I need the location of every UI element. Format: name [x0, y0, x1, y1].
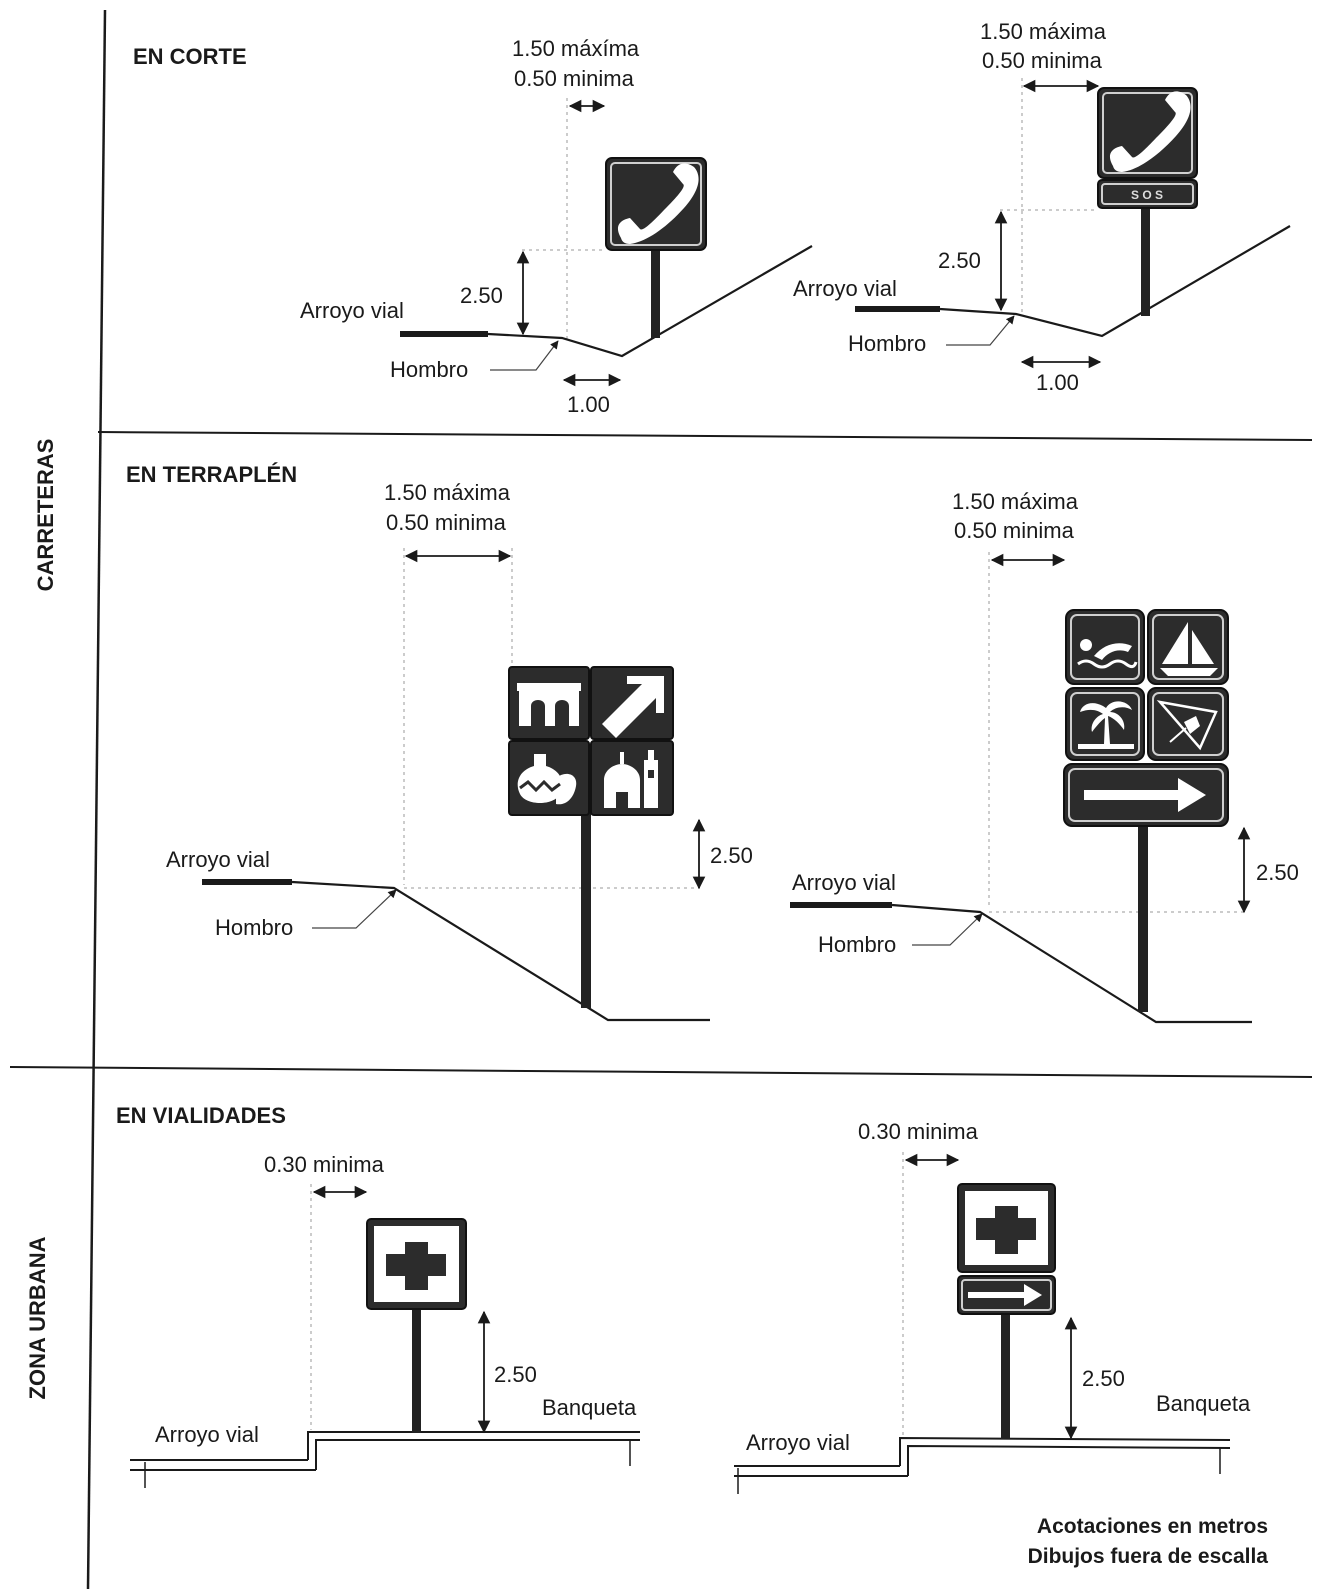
label-hombro: Hombro: [215, 915, 293, 940]
dim-label-minima: 0.50 minima: [386, 510, 507, 535]
dim-label-maxima: 1.50 máxima: [952, 489, 1079, 514]
section-title-terraplen: EN TERRAPLÉN: [126, 462, 297, 487]
dim-label-maxima: 1.50 máxima: [980, 19, 1107, 44]
sign-post: [1141, 206, 1150, 316]
label-hombro: Hombro: [390, 357, 468, 382]
dim-label-shoulder: 1.00: [567, 392, 610, 417]
dim-label-urban-min: 0.30 minima: [264, 1152, 385, 1177]
diagonal-arrow-icon: [590, 666, 674, 740]
dim-label-minima: 0.50 minima: [514, 66, 635, 91]
label-hombro: Hombro: [818, 932, 896, 957]
section-title-corte: EN CORTE: [133, 44, 247, 69]
sign-post: [581, 812, 591, 1008]
street-profile: [734, 1436, 1231, 1494]
label-arroyo-vial: Arroyo vial: [746, 1430, 850, 1455]
hang-glider-icon: [1147, 687, 1229, 761]
aqueduct-icon: [508, 666, 590, 740]
dim-label-minima: 0.50 minima: [954, 518, 1075, 543]
dim-label-maxima: 1.50 máxima: [384, 480, 511, 505]
section-title-vialidades: EN VIALIDADES: [116, 1103, 286, 1128]
dim-label-height: 2.50: [460, 283, 503, 308]
label-arroyo-vial: Arroyo vial: [300, 298, 404, 323]
frame-lines: [9, 9, 1313, 1589]
label-arroyo-vial: Arroyo vial: [155, 1422, 259, 1447]
note-units: Acotaciones en metros: [1037, 1515, 1268, 1538]
label-banqueta: Banqueta: [1156, 1391, 1251, 1416]
label-arroyo-vial: Arroyo vial: [166, 847, 270, 872]
terrain-profile: [487, 245, 813, 358]
label-arroyo-vial: Arroyo vial: [793, 276, 897, 301]
pottery-icon: [508, 740, 590, 816]
sign-post: [1138, 822, 1148, 1012]
vialidades-right-scene: 0.30 minima Arroyo vial Banqueta 2.50: [734, 1119, 1251, 1494]
dim-label-maxima: 1.50 máxíma: [512, 36, 640, 61]
label-hombro: Hombro: [848, 331, 926, 356]
label-banqueta: Banqueta: [542, 1395, 637, 1420]
right-arrow-icon: [957, 1275, 1056, 1315]
right-arrow-icon: [1063, 763, 1229, 827]
church-icon: [590, 740, 674, 816]
swimming-icon: [1065, 609, 1145, 685]
dim-label-height: 2.50: [1256, 860, 1299, 885]
terraplen-left-scene: 1.50 máxima 0.50 minima 2.50 Arroyo vial…: [166, 480, 753, 1022]
dim-label-shoulder: 1.00: [1036, 370, 1079, 395]
first-aid-cross-icon: [366, 1218, 467, 1310]
palm-beach-icon: [1065, 687, 1145, 761]
sos-label: S O S: [1131, 188, 1163, 202]
dim-label-height: 2.50: [494, 1362, 537, 1387]
vialidades-left-scene: 0.30 minima Arroyo vial Banqueta 2.50: [130, 1152, 640, 1488]
dim-label-minima: 0.50 minima: [982, 48, 1103, 73]
dim-label-urban-min: 0.30 minima: [858, 1119, 979, 1144]
street-profile: [130, 1431, 640, 1488]
sailboat-icon: [1147, 609, 1229, 685]
corte-right-scene: 1.50 máxima 0.50 minima 2.50 1.00 Arroyo…: [793, 19, 1291, 395]
telephone-sos-icon: S O S: [1097, 87, 1198, 209]
note-scale: Dibujos fuera de escalla: [1028, 1545, 1269, 1568]
telephone-icon: [605, 157, 707, 251]
terrain-profile: [939, 225, 1291, 338]
dim-label-height: 2.50: [1082, 1366, 1125, 1391]
label-arroyo-vial: Arroyo vial: [792, 870, 896, 895]
terraplen-right-scene: 1.50 máxima 0.50 minima 2.50 Arroyo vial…: [790, 489, 1299, 1024]
sign-post: [412, 1306, 421, 1433]
corte-left-scene: 1.50 máxíma 0.50 minima 2.50 1.00 Arroyo…: [300, 36, 813, 417]
terrain-profile: [891, 903, 1252, 1024]
terrain-profile: [291, 880, 710, 1022]
sign-post: [1001, 1312, 1010, 1439]
dim-label-height: 2.50: [938, 248, 981, 273]
sign-post: [651, 246, 660, 338]
group-label-zona-urbana: ZONA URBANA: [25, 1236, 50, 1399]
dim-label-height: 2.50: [710, 843, 753, 868]
group-label-carreteras: CARRETERAS: [33, 439, 58, 592]
first-aid-cross-icon: [957, 1183, 1056, 1273]
